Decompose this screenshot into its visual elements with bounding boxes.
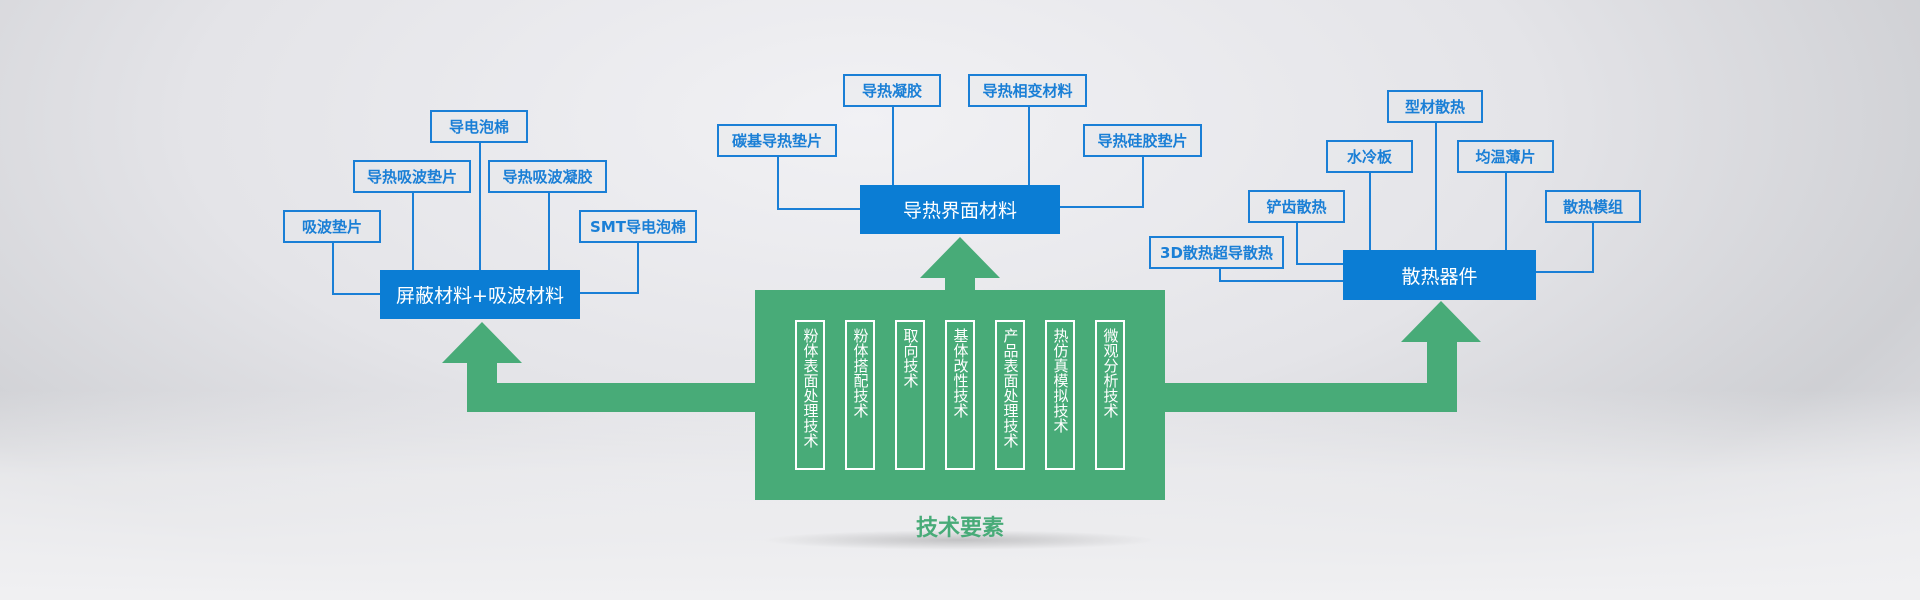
item-box: 水冷板 bbox=[1326, 140, 1413, 173]
arrow-up-icon bbox=[1401, 301, 1481, 342]
item-box: 导电泡棉 bbox=[430, 110, 528, 143]
tech-item: 微观分析技术 bbox=[1095, 320, 1125, 470]
connector bbox=[1219, 280, 1343, 282]
connector bbox=[1219, 268, 1221, 282]
connector bbox=[1028, 107, 1030, 185]
item-box: 散热模组 bbox=[1545, 190, 1641, 223]
connector bbox=[548, 192, 550, 270]
item-box: 导热凝胶 bbox=[843, 74, 941, 107]
item-box: 铲齿散热 bbox=[1248, 190, 1345, 223]
connector bbox=[1296, 222, 1298, 265]
item-box: 均温薄片 bbox=[1457, 140, 1554, 173]
connector bbox=[1592, 222, 1594, 273]
tech-item: 热仿真模拟技术 bbox=[1045, 320, 1075, 470]
item-box: 3D散热超导散热 bbox=[1149, 236, 1284, 269]
item-box: 型材散热 bbox=[1387, 90, 1483, 123]
connector bbox=[580, 292, 639, 294]
connector bbox=[1536, 271, 1594, 273]
connector bbox=[1435, 122, 1437, 250]
arrow-shaft bbox=[467, 383, 767, 412]
tech-item: 粉体表面处理技术 bbox=[795, 320, 825, 470]
arrow-up-icon bbox=[442, 322, 522, 363]
item-box: 导热硅胶垫片 bbox=[1083, 124, 1202, 157]
connector bbox=[1060, 206, 1144, 208]
item-box: SMT导电泡棉 bbox=[579, 210, 697, 243]
arrow-shaft bbox=[1160, 383, 1457, 412]
item-box: 导热相变材料 bbox=[968, 74, 1087, 107]
item-box: 碳基导热垫片 bbox=[717, 124, 837, 157]
item-box: 导热吸波垫片 bbox=[353, 160, 471, 193]
connector bbox=[637, 242, 639, 294]
connector bbox=[777, 208, 860, 210]
right-group-title: 散热器件 bbox=[1343, 250, 1536, 300]
tech-item: 粉体搭配技术 bbox=[845, 320, 875, 470]
tech-item: 基体改性技术 bbox=[945, 320, 975, 470]
tech-elements-label: 技术要素 bbox=[915, 516, 1004, 541]
connector bbox=[412, 192, 414, 270]
connector bbox=[1142, 157, 1144, 208]
tech-item: 产品表面处理技术 bbox=[995, 320, 1025, 470]
arrow-shaft bbox=[945, 277, 975, 291]
arrow-up-icon bbox=[920, 237, 1000, 278]
left-group-title: 屏蔽材料+吸波材料 bbox=[380, 270, 580, 319]
connector bbox=[1369, 172, 1371, 250]
connector bbox=[332, 293, 380, 295]
item-box: 导热吸波凝胶 bbox=[488, 160, 607, 193]
connector bbox=[1296, 263, 1343, 265]
connector bbox=[892, 107, 894, 185]
connector bbox=[332, 242, 334, 295]
connector bbox=[777, 157, 779, 210]
base-shadow bbox=[760, 530, 1160, 550]
connector bbox=[479, 142, 481, 270]
item-box: 吸波垫片 bbox=[283, 210, 381, 243]
connector bbox=[1505, 172, 1507, 250]
tech-item: 取向技术 bbox=[895, 320, 925, 470]
center-group-title: 导热界面材料 bbox=[860, 185, 1060, 234]
